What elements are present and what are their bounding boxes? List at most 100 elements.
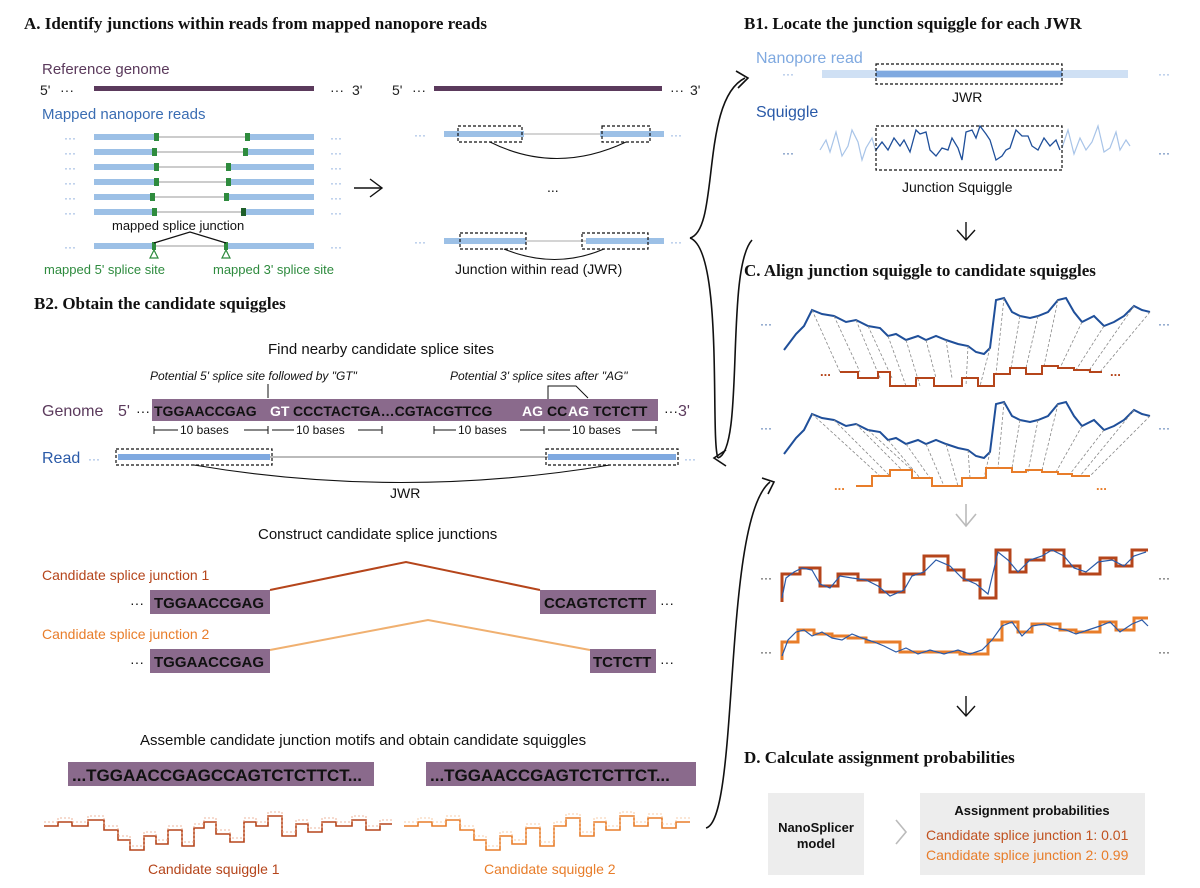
- find-sites-label: Find nearby candidate splice sites: [268, 341, 494, 358]
- splice-site-marker: [226, 163, 231, 171]
- pointer-line: [547, 385, 589, 400]
- seq-gt: GT: [270, 403, 290, 419]
- probability-junction-2: Candidate splice junction 2: 0.99: [926, 847, 1129, 863]
- candidate-junction-1-arc: [269, 560, 541, 591]
- ellipsis: ···: [330, 191, 342, 205]
- junction-squiggle-line: [875, 124, 1061, 162]
- seq-exon-3: TCTCTT: [593, 403, 648, 419]
- section-b2: B2. Obtain the candidate squiggles Find …: [34, 294, 696, 877]
- section-a: A. Identify junctions within reads from …: [24, 14, 700, 277]
- read-exon-right: [229, 194, 314, 200]
- ellipsis: ···: [660, 595, 674, 611]
- ellipsis: ···: [330, 161, 342, 175]
- splice-site-marker: [154, 133, 159, 141]
- ellipsis: ···: [670, 235, 682, 249]
- ellipsis: ···: [664, 403, 678, 419]
- jwr-box: [581, 232, 649, 250]
- splice-site-marker: [152, 208, 157, 216]
- ellipsis: ···: [330, 206, 342, 220]
- assemble-label: Assemble candidate junction motifs and o…: [140, 732, 586, 749]
- ellipsis: ···: [64, 131, 76, 145]
- arrowhead-icon: [761, 477, 776, 495]
- squiggle-faint-right: [1061, 123, 1131, 157]
- read-exon-right: [228, 243, 314, 249]
- motif-block-2: [426, 762, 696, 786]
- ellipsis: ···: [1158, 571, 1170, 585]
- genome-sequence-bar: [152, 399, 658, 421]
- seq-cc: CC: [547, 403, 567, 419]
- splice-site-marker: [154, 163, 159, 171]
- ellipsis: ···: [782, 146, 794, 160]
- section-c-title: C. Align junction squiggle to candidate …: [744, 261, 1096, 280]
- ellipsis: ···: [64, 240, 76, 254]
- motif-block-1: [68, 762, 374, 786]
- ellipsis: ···: [760, 571, 772, 585]
- candidate-squiggle-1-line: [44, 815, 392, 851]
- read-label: Read: [42, 450, 80, 467]
- splice-site-pointer: [221, 248, 231, 259]
- exon-right-seq-1: CCAGTCTCTT: [544, 595, 646, 612]
- mapped-reads-group: ··· ··· ··· ··· ··· ··· ···: [64, 131, 342, 220]
- ellipsis: ···: [330, 131, 342, 145]
- section-b2-title: B2. Obtain the candidate squiggles: [34, 294, 286, 313]
- jwr-exon-left: [444, 238, 526, 244]
- ellipsis-center: ...: [547, 179, 559, 195]
- candidate-junction-2-label: Candidate splice junction 2: [42, 626, 210, 642]
- section-a-title: A. Identify junctions within reads from …: [24, 14, 487, 33]
- jwr-arc: [193, 464, 611, 484]
- ellipsis: ...: [820, 364, 831, 379]
- ellipsis: ···: [1158, 317, 1170, 331]
- ellipsis: ···: [60, 82, 74, 98]
- candidate-squiggle-1-line: [780, 548, 1148, 602]
- jwr-label: JWR: [952, 89, 982, 105]
- ellipsis: ···: [760, 421, 772, 435]
- splice-site-marker: [154, 178, 159, 186]
- reference-genome-bar: [94, 86, 314, 91]
- potential-3-label: Potential 3' splice sites after "AG": [450, 369, 628, 383]
- reference-genome-label: Reference genome: [42, 61, 170, 78]
- seq-exon-5: TGGAACCGAG: [154, 403, 257, 419]
- ellipsis: ···: [64, 176, 76, 190]
- ellipsis: ...: [1110, 364, 1121, 379]
- section-b1: B1. Locate the junction squiggle for eac…: [744, 14, 1170, 242]
- nanosplicer-model-box: [768, 793, 864, 875]
- candidate-squiggle-1-label: Candidate squiggle 1: [148, 861, 280, 877]
- motif-2-seq: ...TGGAACCGAGTCTCTTCT...: [430, 766, 670, 785]
- ellipsis: ···: [136, 403, 150, 419]
- mapped-reads-label: Mapped nanopore reads: [42, 106, 205, 123]
- read-exon-left: [94, 164, 154, 170]
- junction-squiggle-line: [781, 619, 1149, 657]
- squiggle-faint-left: [819, 128, 877, 163]
- ten-bases-label: 10 bases: [180, 423, 229, 437]
- three-prime-label: 3': [690, 82, 700, 98]
- read-exon-right: [246, 209, 314, 215]
- squiggle-label: Squiggle: [756, 104, 818, 121]
- ten-bases-label: 10 bases: [296, 423, 345, 437]
- ellipsis: ···: [660, 654, 674, 670]
- exon-block: [540, 590, 656, 614]
- candidate-squiggle-2-line: [404, 815, 690, 851]
- jwr-box: [875, 63, 1063, 85]
- ellipsis: ···: [88, 452, 100, 466]
- jwr-arc: [503, 248, 605, 260]
- read-exon-right: [231, 164, 314, 170]
- ellipsis: ···: [670, 82, 684, 98]
- ellipsis: ···: [1158, 421, 1170, 435]
- five-prime-label: 5': [392, 82, 402, 98]
- candidate-squiggle-2-label: Candidate squiggle 2: [484, 861, 616, 877]
- alignment-lines: [811, 401, 1151, 487]
- exon-block: [150, 649, 270, 673]
- exon-block: [150, 590, 270, 614]
- nanopore-read-label: Nanopore read: [756, 50, 863, 67]
- arrowhead-icon: [712, 449, 727, 467]
- candidate-junction-2-arc: [269, 618, 591, 651]
- splice-site-marker: [245, 133, 250, 141]
- section-d-title: D. Calculate assignment probabilities: [744, 748, 1015, 767]
- jwr-segment: [876, 71, 1062, 77]
- five-prime-label: 5': [40, 82, 50, 98]
- read-exon-left: [94, 194, 150, 200]
- exon-left-seq: TGGAACCGAG: [154, 654, 264, 671]
- five-prime-label: 5': [118, 403, 130, 420]
- ellipsis: ···: [64, 146, 76, 160]
